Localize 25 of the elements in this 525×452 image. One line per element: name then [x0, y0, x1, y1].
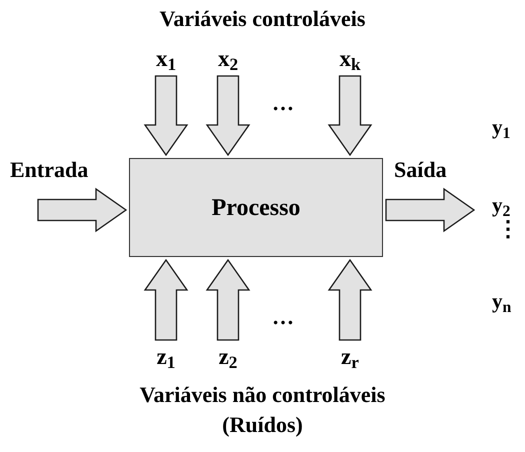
- block-arrow: [37, 188, 128, 232]
- variable-label: x$_{2}$: [208, 44, 248, 74]
- diagram-title: Variáveis controláveis: [158, 5, 366, 33]
- variable-label: z$_{1}$: [146, 342, 186, 372]
- output-label: y$_{1}$: [492, 114, 510, 144]
- output-label: y$_{n}$: [492, 288, 512, 318]
- block-arrow: [328, 258, 372, 341]
- variable-label: z$_{2}$: [208, 342, 248, 372]
- output-label: …: [272, 89, 294, 117]
- block-arrow: [206, 258, 250, 341]
- block-arrow: [328, 75, 372, 156]
- block-arrow: [144, 258, 188, 341]
- edge-label: Entrada: [10, 156, 88, 184]
- output-label: y$_{2}$: [492, 192, 510, 220]
- block-arrow: [144, 75, 188, 156]
- block-arrow: [385, 188, 476, 232]
- variable-label: z$_{r}$: [330, 342, 370, 372]
- edge-label: Saída: [394, 156, 447, 184]
- block-arrow: [206, 75, 250, 156]
- output-label: ⋮: [497, 218, 519, 240]
- variable-label: x$_{k}$: [330, 44, 370, 74]
- output-label: …: [272, 303, 294, 331]
- variable-label: x$_{1}$: [146, 44, 186, 74]
- caption: Variáveis não controláveis (Ruídos): [138, 381, 386, 439]
- process-box: Processo: [129, 158, 383, 257]
